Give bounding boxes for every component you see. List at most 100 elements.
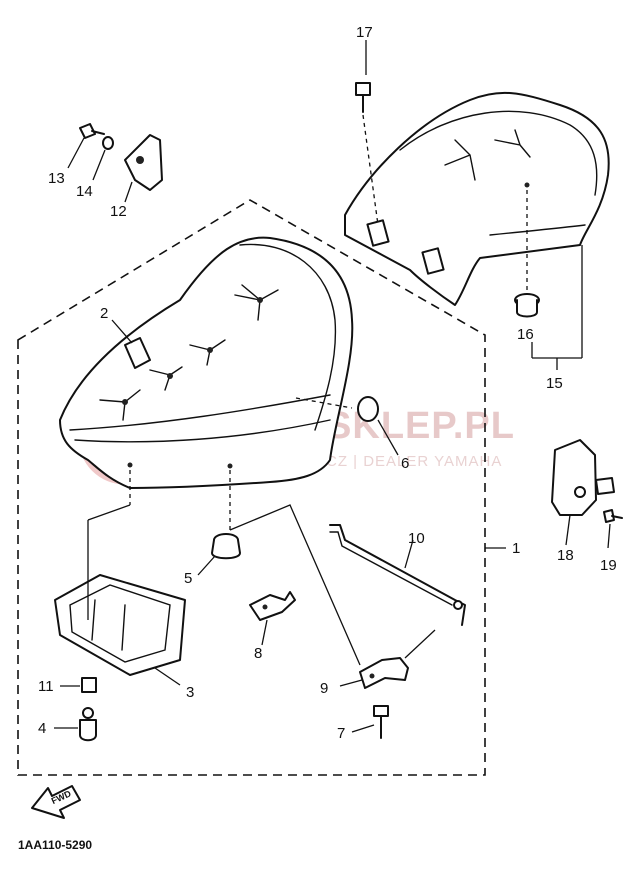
rear-seat-tab-right	[421, 247, 445, 275]
callout-7: 7	[337, 725, 345, 742]
main-seat-button-3	[257, 297, 263, 303]
part-7-bolt	[351, 705, 389, 739]
leader-14	[92, 149, 106, 181]
part-10-stay	[329, 524, 466, 626]
callout-10: 10	[408, 530, 425, 547]
part-16-damper	[514, 293, 540, 318]
leader-6	[377, 419, 399, 456]
key-icon	[595, 477, 615, 495]
screw-4-body	[79, 719, 97, 742]
part-11-grommet	[60, 677, 97, 693]
leader-9	[339, 679, 363, 687]
part-19-screw	[603, 509, 623, 549]
main-seat-body	[59, 236, 354, 489]
main-seat-hole-left	[127, 462, 133, 468]
washer-14	[102, 136, 114, 150]
grommet-11	[81, 677, 97, 693]
hook-bracket-12	[124, 134, 163, 191]
bracket-8	[249, 591, 296, 621]
rear-seat-stitch-1	[444, 139, 476, 181]
bolt-7-head	[373, 705, 389, 717]
leader-5	[197, 555, 216, 576]
callout-2: 2	[100, 305, 108, 322]
hook-bracket-hole	[136, 156, 144, 164]
part-15-rear-seat	[344, 91, 610, 370]
callout-9: 9	[320, 680, 328, 697]
bracket-9-hole	[369, 673, 375, 679]
callout-11: 11	[38, 678, 54, 695]
part-4-screw	[54, 707, 97, 742]
callout-4: 4	[38, 720, 46, 737]
leader-19	[607, 523, 611, 549]
main-seat-hole-right	[227, 463, 233, 469]
screw-19-head	[603, 509, 615, 523]
part-8-bracket	[249, 591, 296, 646]
emblem-2	[124, 337, 151, 369]
part-3-tray	[54, 504, 186, 686]
rear-seat-body	[344, 91, 610, 306]
leader-13	[67, 137, 85, 169]
callout-12: 12	[110, 203, 127, 220]
rear-seat-edge	[399, 110, 598, 196]
part-1-main-seat	[59, 236, 354, 530]
part-5-damper	[197, 533, 241, 576]
part-13-bolt	[67, 123, 105, 169]
part-18-seat-lock	[551, 439, 615, 546]
callout-14: 14	[76, 183, 93, 200]
part-9-bracket	[229, 504, 436, 689]
bolt-17-head	[355, 82, 371, 96]
part-6-damper	[357, 396, 399, 456]
main-seat-stitch-1	[234, 284, 279, 321]
assembly-1-outline	[17, 199, 486, 776]
main-seat-outer-edge	[239, 243, 337, 431]
callout-19: 19	[600, 557, 617, 574]
screw-4-head	[82, 707, 94, 719]
rear-seat-tab-left	[366, 219, 390, 247]
callout-6: 6	[401, 455, 409, 472]
tray-3-body	[54, 574, 186, 676]
rear-seat-trim	[489, 224, 586, 236]
bracket-9	[359, 657, 409, 689]
part-12-hook-bracket	[124, 134, 163, 203]
callout-17: 17	[356, 24, 373, 41]
main-seat-button-2	[207, 347, 213, 353]
part-14-washer	[92, 136, 114, 181]
screw-19-shank	[611, 515, 623, 519]
callout-16: 16	[517, 326, 534, 343]
tray-3-divider-1	[91, 599, 96, 641]
diagram-code: 1AA110-5290	[18, 838, 92, 852]
bolt-17-axis	[362, 114, 379, 226]
main-seat-bottom-trim	[74, 419, 331, 443]
main-seat-stitch-4	[99, 389, 141, 421]
damper-16-body	[516, 299, 538, 318]
stay-10-end	[453, 600, 463, 610]
rear-seat-hole	[524, 182, 530, 188]
guide-9-b	[404, 629, 436, 659]
main-seat-button-1	[167, 373, 173, 379]
leader-3	[154, 667, 181, 686]
callout-5: 5	[184, 570, 192, 587]
guide-9-a	[229, 504, 361, 666]
part-17-bolt	[355, 40, 379, 226]
damper-5-body	[211, 539, 241, 560]
bolt-13-head	[79, 123, 96, 139]
main-seat-button-4	[122, 399, 128, 405]
assembly-boundary	[17, 199, 506, 776]
part-2-emblem	[111, 319, 151, 369]
callout-18: 18	[557, 547, 574, 564]
stay-10-rod-edge	[329, 531, 453, 606]
main-seat-side-trim	[69, 394, 331, 431]
seat-lock-18-body	[551, 439, 597, 516]
callout-8: 8	[254, 645, 262, 662]
tray-3-guide-a	[87, 504, 131, 521]
fwd-arrow-icon	[31, 785, 81, 819]
callout-15: 15	[546, 375, 563, 392]
tray-3-divider-2	[121, 604, 126, 651]
callout-3: 3	[186, 684, 194, 701]
tray-3-inner	[69, 584, 171, 663]
callouts: 1 2 3 4 5 6 7 8 9 10 11 12 13 14 15 16 1…	[38, 24, 617, 742]
seat-lock-18-cylinder	[574, 486, 586, 498]
bracket-8-hole	[262, 604, 268, 610]
leader-7	[351, 724, 375, 733]
leader-10	[404, 539, 414, 569]
